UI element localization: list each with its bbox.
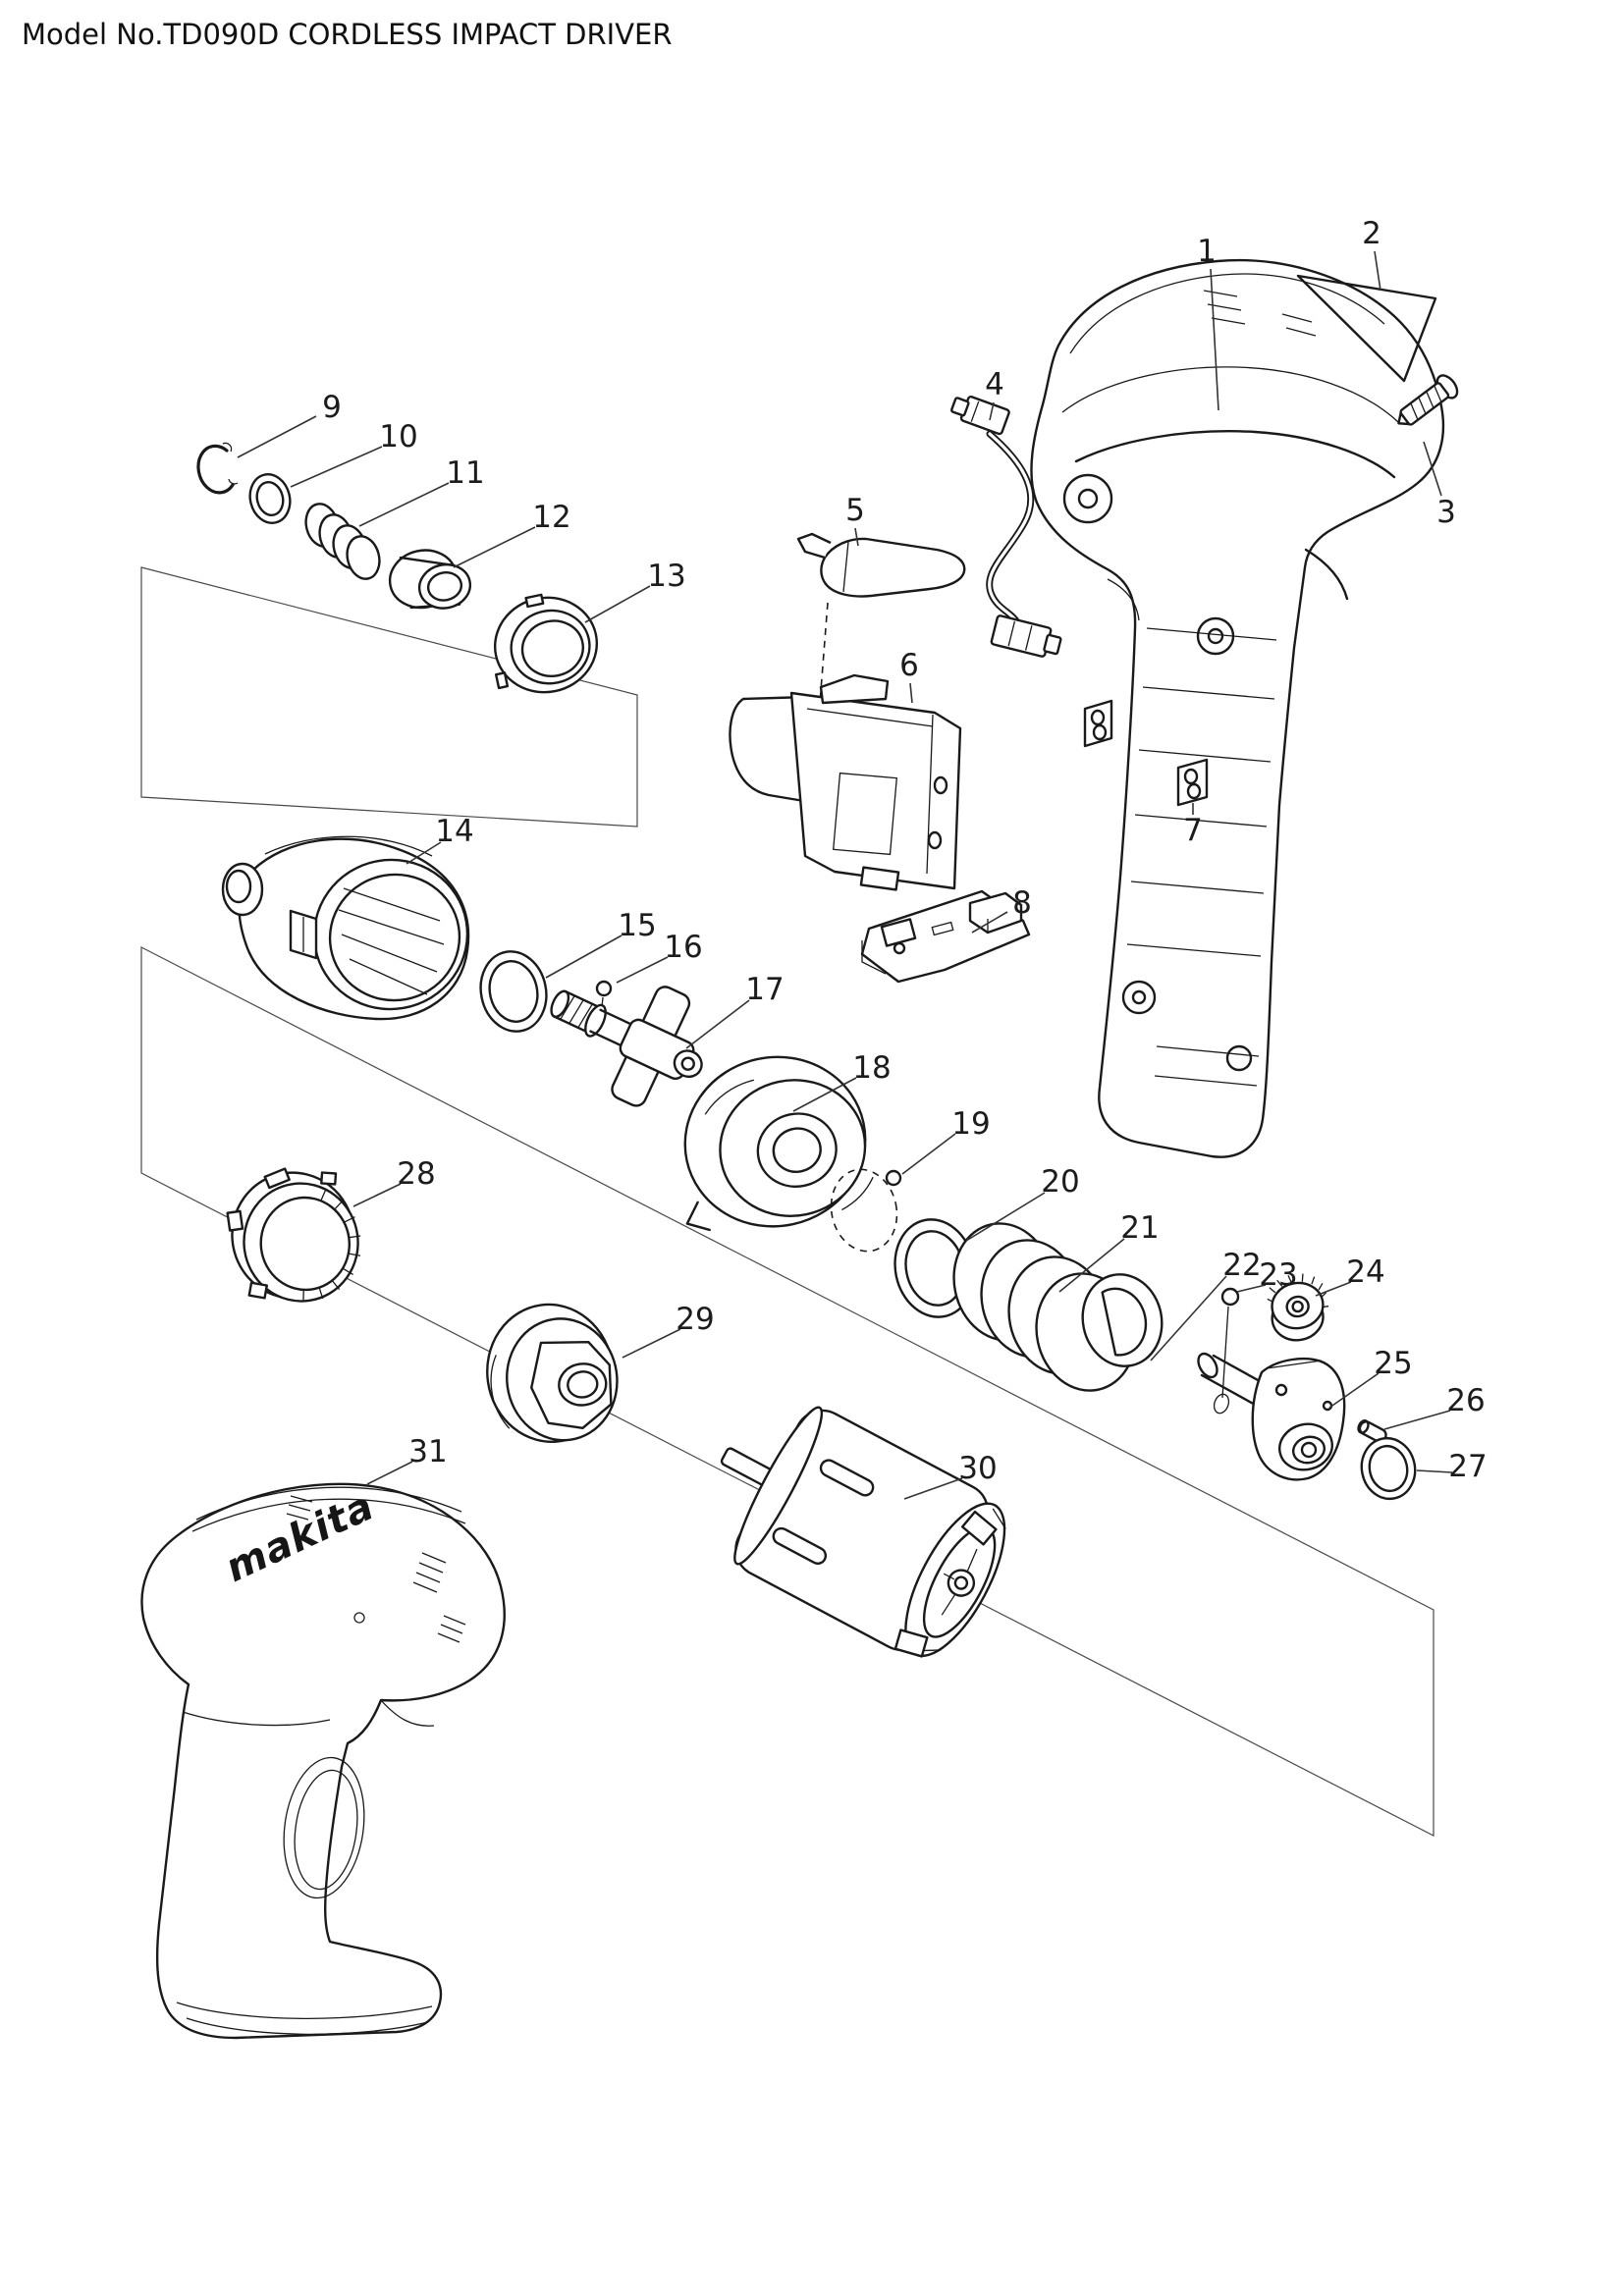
part-label-12: 12 (532, 500, 570, 535)
leader-line-4 (989, 401, 995, 421)
part-19-drawing (830, 1168, 902, 1253)
leader-line-28 (352, 1183, 402, 1207)
part-label-21: 21 (1120, 1210, 1159, 1246)
leader-line-3 (1423, 441, 1442, 497)
part-27-drawing (1360, 1436, 1417, 1501)
part-label-24: 24 (1346, 1255, 1384, 1290)
leader-line-17 (685, 999, 750, 1049)
part-label-13: 13 (647, 559, 685, 594)
part-label-7: 7 (1183, 813, 1203, 848)
part-label-18: 18 (852, 1050, 891, 1086)
leader-line-6 (909, 682, 913, 704)
part-label-10: 10 (379, 419, 417, 454)
leader-line-22 (1150, 1275, 1227, 1362)
leader-line-20 (965, 1192, 1046, 1242)
part-8-drawing (860, 889, 1031, 984)
part-label-9: 9 (322, 390, 342, 425)
part-label-11: 11 (446, 455, 484, 491)
part-12-drawing (388, 549, 472, 610)
leader-line-25 (1328, 1372, 1380, 1409)
leader-line-16 (616, 956, 669, 984)
leader-line-24 (1315, 1281, 1352, 1297)
assembly-panel-2 (140, 946, 1435, 1837)
leader-line-13 (584, 585, 651, 623)
leader-line-27 (1416, 1469, 1453, 1473)
leader-line-10 (290, 446, 383, 488)
part-label-1: 1 (1197, 234, 1217, 269)
part-label-31: 31 (408, 1434, 447, 1469)
part-label-19: 19 (951, 1106, 990, 1142)
leader-line-2 (1374, 250, 1381, 292)
part-label-23: 23 (1259, 1257, 1297, 1293)
part-label-27: 27 (1448, 1449, 1487, 1484)
assembly-panels (140, 566, 1435, 1837)
assembly-panel-1 (140, 566, 638, 828)
part-7-drawing (1083, 699, 1209, 807)
part-label-16: 16 (664, 930, 702, 965)
part-17-drawing (550, 986, 703, 1107)
part-15-drawing (479, 950, 548, 1033)
part-1-drawing (1030, 258, 1445, 1158)
part-label-8: 8 (1012, 885, 1032, 921)
part-2-drawing (1296, 274, 1437, 383)
part-label-30: 30 (958, 1451, 997, 1486)
part-label-28: 28 (397, 1156, 435, 1192)
part-31-drawing: makita (140, 1482, 506, 2040)
leader-line-1 (1210, 268, 1219, 411)
part-6-drawing (729, 673, 962, 891)
leader-line-9 (237, 415, 317, 458)
leader-line-31 (366, 1461, 413, 1485)
part-25-drawing (1197, 1352, 1346, 1481)
leader-line-5 (854, 527, 859, 547)
leader-line-30 (903, 1477, 963, 1500)
part-label-3: 3 (1436, 495, 1456, 530)
part-13-drawing (493, 593, 599, 694)
leader-line-18 (792, 1077, 857, 1112)
part-28-drawing (226, 1167, 361, 1303)
leader-line-11 (358, 482, 450, 527)
part-label-4: 4 (985, 367, 1004, 402)
part-4-drawing (950, 395, 1062, 658)
leader-line-26 (1383, 1410, 1451, 1430)
part-label-14: 14 (435, 814, 473, 849)
part-label-2: 2 (1362, 216, 1381, 251)
part-10-drawing (248, 473, 292, 524)
part-11-drawing (304, 503, 381, 580)
leader-line-23 (1236, 1284, 1267, 1293)
part-drawings: makita (140, 258, 1459, 2040)
part-label-22: 22 (1222, 1248, 1261, 1283)
part-label-20: 20 (1041, 1164, 1079, 1200)
leader-line-12 (453, 526, 536, 568)
leader-line-15 (545, 934, 623, 979)
leader-line-14 (406, 841, 442, 865)
part-18-drawing (683, 1055, 874, 1232)
part-29-drawing (486, 1303, 619, 1443)
part-label-29: 29 (676, 1302, 714, 1337)
leader-line-8 (971, 911, 1008, 934)
part-label-15: 15 (618, 908, 656, 943)
leader-line-19 (901, 1133, 956, 1175)
part-label-6: 6 (899, 648, 919, 683)
part-23-drawing (1213, 1287, 1240, 1415)
part-24-drawing (1267, 1273, 1329, 1342)
part-label-5: 5 (845, 493, 865, 528)
part-3-drawing (1397, 374, 1459, 426)
part-30-drawing (720, 1406, 1006, 1658)
page-title: Model No.TD090D CORDLESS IMPACT DRIVER (22, 18, 673, 51)
part-22-drawing (1081, 1273, 1164, 1367)
part-label-26: 26 (1446, 1383, 1485, 1418)
part-label-25: 25 (1374, 1346, 1412, 1381)
leader-line-21 (1058, 1238, 1125, 1293)
part-label-17: 17 (745, 972, 784, 1007)
part-9-drawing (196, 442, 239, 495)
part-14-drawing (221, 835, 470, 1021)
leader-line-29 (622, 1328, 681, 1359)
